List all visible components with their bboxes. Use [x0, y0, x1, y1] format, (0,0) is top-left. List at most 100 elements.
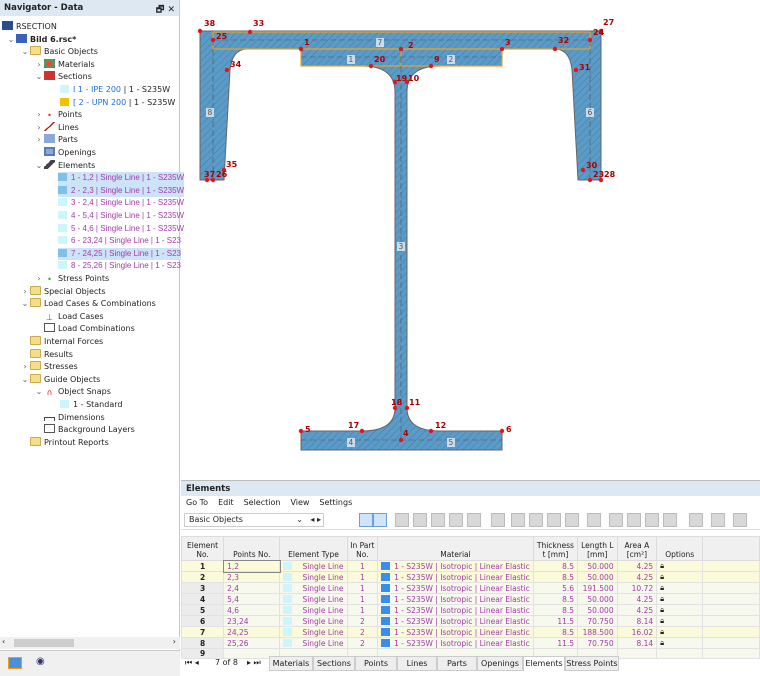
tab-parts[interactable]: Parts [437, 656, 477, 671]
menu-view[interactable]: View [290, 498, 310, 507]
point-38[interactable] [197, 28, 203, 34]
in-part-cell[interactable]: 1 [346, 582, 379, 594]
points-no-cell[interactable]: 24,25 [223, 626, 281, 638]
menu-selection[interactable]: Selection [243, 498, 281, 507]
element-type-cell[interactable]: Single Line [279, 560, 348, 572]
tree-points[interactable]: ›•Points [37, 110, 83, 121]
toolbar-button-17[interactable] [663, 513, 677, 527]
area-cell[interactable]: 10.72 [616, 582, 658, 594]
column-header[interactable]: Points No. [223, 536, 281, 561]
tree-internal-forces[interactable]: Internal Forces [30, 336, 103, 349]
tree-object-snaps[interactable]: ⌄∩Object Snaps [35, 387, 111, 398]
material-cell[interactable]: 1 - S235W | Isotropic | Linear Elastic [377, 615, 534, 627]
column-header[interactable]: Element Type [279, 536, 348, 561]
points-no-cell[interactable]: 1,2 [222, 559, 281, 573]
tree-element-3[interactable]: 3 - 2,4 | Single Line | 1 - S235W [58, 197, 184, 210]
options-cell[interactable]: 🔒︎ [656, 604, 704, 616]
length-cell[interactable]: 50.000 [577, 560, 618, 572]
tree-load-combinations[interactable]: Load Combinations [44, 323, 135, 336]
menu-settings[interactable]: Settings [319, 498, 353, 507]
point-4[interactable] [398, 437, 404, 443]
element-type-cell[interactable]: Single Line [279, 593, 348, 605]
empty-cell[interactable] [702, 582, 760, 594]
empty-cell[interactable] [702, 593, 760, 605]
in-part-cell[interactable]: 1 [346, 593, 379, 605]
element-type-cell[interactable]: Single Line [279, 626, 348, 638]
element-no[interactable]: 7 [180, 626, 225, 638]
options-cell[interactable]: 🔒︎ [656, 637, 704, 649]
point-11[interactable] [404, 405, 410, 411]
tree-stresses[interactable]: ›Stresses [23, 361, 78, 372]
material-cell[interactable]: 1 - S235W | Isotropic | Linear Elastic [377, 560, 534, 572]
column-header-empty[interactable] [702, 536, 760, 561]
element-no[interactable]: 6 [180, 615, 225, 627]
element-no[interactable]: 5 [180, 604, 225, 616]
options-cell[interactable]: 🔒︎ [656, 560, 704, 572]
column-header[interactable]: Element No. [180, 536, 225, 561]
thickness-cell[interactable]: 8.5 [532, 571, 579, 583]
tree-elements[interactable]: ⌄Elements [35, 159, 96, 170]
thickness-cell[interactable]: 8.5 [532, 626, 579, 638]
element-no[interactable]: 3 [180, 582, 225, 594]
length-cell[interactable]: 50.000 [577, 571, 618, 583]
points-no-cell[interactable]: 25,26 [223, 637, 281, 649]
toolbar-button-20[interactable] [733, 513, 747, 527]
options-cell[interactable]: 🔒︎ [656, 593, 704, 605]
last-page-button[interactable]: ▸ ⏭ [247, 658, 261, 667]
points-no-cell[interactable]: 4,6 [223, 604, 281, 616]
area-cell[interactable]: 8.14 [616, 615, 658, 627]
in-part-cell[interactable]: 2 [346, 637, 379, 649]
point-28[interactable] [598, 177, 604, 183]
horizontal-scrollbar[interactable]: ‹› [0, 637, 180, 649]
point-26[interactable] [210, 177, 216, 183]
thickness-cell[interactable]: 8.5 [532, 604, 579, 616]
empty-cell[interactable] [702, 615, 760, 627]
area-cell[interactable]: 4.25 [616, 593, 658, 605]
material-cell[interactable]: 1 - S235W | Isotropic | Linear Elastic [377, 637, 534, 649]
tree-load-cases-combinations[interactable]: ⌄Load Cases & Combinations [21, 298, 156, 309]
tree-basic-objects[interactable]: ⌄Basic Objects [21, 46, 98, 57]
tree-element-7[interactable]: 7 - 24,25 | Single Line | 1 - S23 [58, 247, 182, 261]
column-header[interactable]: In Part No. [346, 536, 379, 561]
tree-lines[interactable]: ›Lines [37, 121, 79, 132]
length-cell[interactable]: 191.500 [577, 582, 618, 594]
in-part-cell[interactable]: 1 [346, 604, 379, 616]
point-3[interactable] [499, 46, 505, 52]
point-20[interactable] [368, 63, 374, 69]
tree-special-objects[interactable]: ›Special Objects [23, 285, 106, 296]
tree-sections[interactable]: ⌄Sections [35, 71, 92, 82]
column-header[interactable]: Area A [cm²] [616, 536, 658, 561]
element-no[interactable]: 2 [180, 571, 225, 583]
tree-openings[interactable]: Openings [44, 147, 96, 160]
element-type-cell[interactable]: Single Line [279, 604, 348, 616]
data-tab-icon[interactable] [8, 657, 22, 669]
tree-results[interactable]: Results [30, 348, 73, 362]
points-no-cell[interactable] [223, 648, 281, 659]
material-cell[interactable]: 1 - S235W | Isotropic | Linear Elastic [377, 593, 534, 605]
material-cell[interactable]: 1 - S235W | Isotropic | Linear Elastic [377, 571, 534, 583]
toolbar-button-10[interactable] [529, 513, 543, 527]
area-cell[interactable]: 8.14 [616, 637, 658, 649]
tree-section-2[interactable]: [ 2 - UPN 200 | 1 - S235W [60, 97, 175, 110]
tree-background-layers[interactable]: Background Layers [44, 424, 135, 437]
toolbar-button-6[interactable] [449, 513, 463, 527]
empty-cell[interactable] [702, 560, 760, 572]
point-18[interactable] [392, 405, 398, 411]
points-no-cell[interactable]: 5,4 [223, 593, 281, 605]
toolbar-button-19[interactable] [711, 513, 725, 527]
toolbar-button-11[interactable] [547, 513, 561, 527]
tab-sections[interactable]: Sections [313, 656, 355, 671]
options-cell[interactable]: 🔒︎ [656, 626, 704, 638]
tab-openings[interactable]: Openings [477, 656, 523, 671]
area-cell[interactable]: 4.25 [616, 560, 658, 572]
thickness-cell[interactable]: 11.5 [532, 637, 579, 649]
toolbar-button-8[interactable] [491, 513, 505, 527]
toolbar-button-16[interactable] [645, 513, 659, 527]
tree-stress-points[interactable]: ›•Stress Points [37, 274, 110, 284]
length-cell[interactable]: 50.000 [577, 593, 618, 605]
thickness-cell[interactable]: 11.5 [532, 615, 579, 627]
tab-materials[interactable]: Materials [269, 656, 313, 671]
